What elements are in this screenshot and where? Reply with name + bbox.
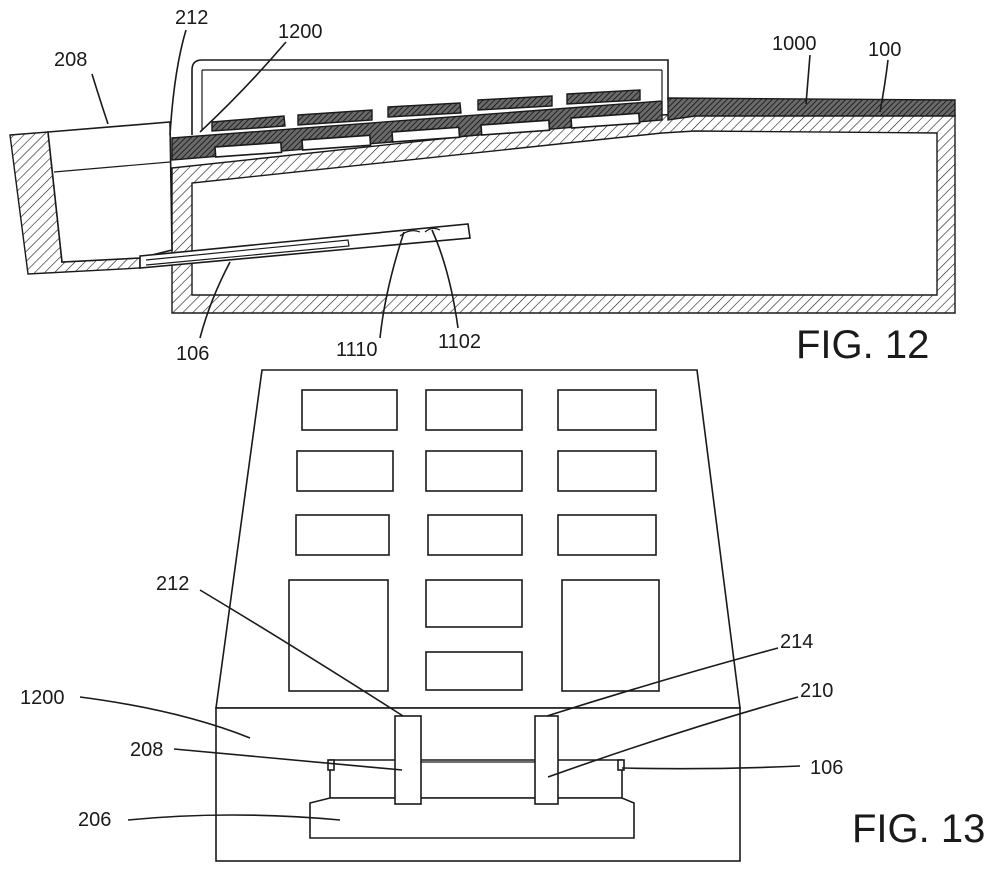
fig12-label-212: 212 <box>175 7 208 29</box>
fig13-label-206: 206 <box>78 809 111 831</box>
fig12-label-208: 208 <box>54 49 87 71</box>
fig13-leaders <box>79 589 801 821</box>
fig12-label-106: 106 <box>176 343 209 365</box>
top-plate-1000-right <box>667 97 956 121</box>
fig13-title: FIG. 13 <box>852 807 985 851</box>
fig12-label-1102: 1102 <box>438 331 481 353</box>
fig13-label-208: 208 <box>130 739 163 761</box>
fig12-label-100: 100 <box>868 39 901 61</box>
cover-outline <box>191 59 669 135</box>
card-106 <box>139 223 471 269</box>
fig12-label-1000: 1000 <box>772 33 817 55</box>
fig13-drawing <box>215 369 741 862</box>
fig13-label-1200: 1200 <box>20 687 65 709</box>
fig12-title: FIG. 12 <box>796 323 929 367</box>
fig13-label-210: 210 <box>800 680 833 702</box>
post-212 <box>394 715 422 805</box>
fig12-label-1110: 1110 <box>336 339 378 361</box>
keys-row <box>211 89 641 132</box>
fig13-label-214: 214 <box>780 631 813 653</box>
key-cavities <box>214 112 641 158</box>
fig13-keys <box>288 389 660 692</box>
fig13-label-212: 212 <box>156 573 189 595</box>
fig12-drawing <box>9 59 956 314</box>
fig12-label-1200: 1200 <box>278 21 323 43</box>
card-reader-body <box>47 121 173 263</box>
fig13-label-106: 106 <box>810 757 843 779</box>
post-214 <box>534 715 559 805</box>
fig12-leaders <box>91 29 889 339</box>
